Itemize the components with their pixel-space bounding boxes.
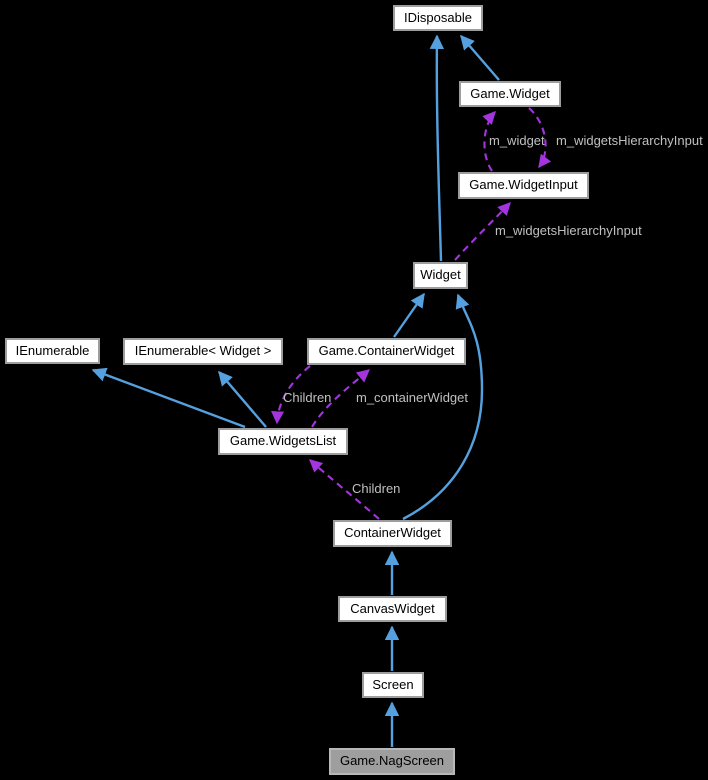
node-containerwidget[interactable]: ContainerWidget bbox=[333, 520, 452, 547]
edge-containerwidget-to-widget bbox=[402, 293, 484, 521]
edge-gamewidget-to-idisposable bbox=[460, 34, 500, 81]
edge-widget-to-gamewidgetinput-hierarchy bbox=[454, 202, 511, 261]
node-game-widgetslist[interactable]: Game.WidgetsList bbox=[218, 428, 348, 455]
edge-label-m-widget: m_widget bbox=[489, 133, 545, 148]
edge-label-children-upper: Children bbox=[283, 390, 332, 405]
edge-label-m-widgets-hierarchy-input-top: m_widgetsHierarchyInput bbox=[556, 133, 703, 148]
node-game-widget[interactable]: Game.Widget bbox=[459, 81, 561, 107]
edge-widget-to-idisposable bbox=[429, 34, 445, 262]
node-idisposable[interactable]: IDisposable bbox=[393, 5, 483, 31]
node-game-containerwidget[interactable]: Game.ContainerWidget bbox=[307, 338, 466, 365]
node-widget[interactable]: Widget bbox=[413, 262, 468, 289]
node-screen[interactable]: Screen bbox=[362, 672, 424, 698]
edge-label-m-widgets-hierarchy-input-mid: m_widgetsHierarchyInput bbox=[495, 223, 642, 238]
edge-widgetslist-to-gamecontainerwidget-mcontainer bbox=[311, 369, 370, 428]
edge-gamecontainerwidget-to-widget bbox=[393, 292, 425, 338]
node-ienumerable[interactable]: IEnumerable bbox=[5, 338, 100, 364]
edge-gamewidget-to-widgetinput-hierarchy bbox=[528, 107, 552, 169]
edge-label-m-container-widget: m_containerWidget bbox=[356, 390, 468, 405]
edge-gamecontainerwidget-to-widgetslist-children bbox=[271, 365, 311, 425]
edge-label-children-lower: Children bbox=[352, 481, 401, 496]
node-game-nagscreen[interactable]: Game.NagScreen bbox=[329, 748, 455, 775]
edge-widgetslist-to-ienumerablewidget bbox=[218, 370, 267, 428]
edge-widgetslist-to-ienumerable bbox=[91, 367, 246, 429]
node-canvaswidget[interactable]: CanvasWidget bbox=[338, 596, 447, 622]
edge-widgetinput-to-gamewidget-m-widget bbox=[482, 111, 496, 172]
node-ienumerable-widget[interactable]: IEnumerable< Widget > bbox=[123, 338, 283, 365]
node-game-widgetinput[interactable]: Game.WidgetInput bbox=[458, 172, 589, 199]
